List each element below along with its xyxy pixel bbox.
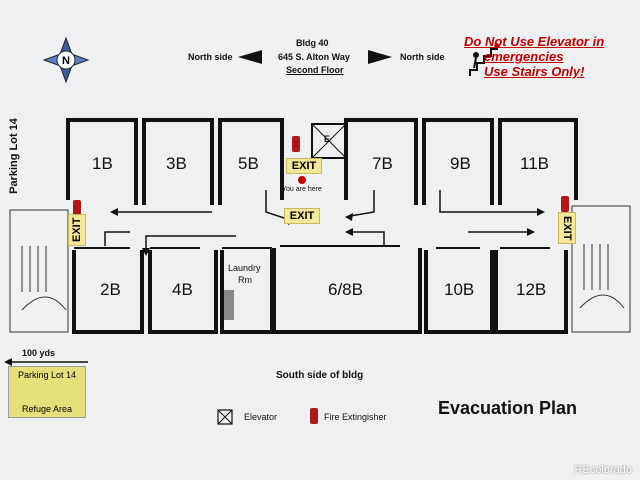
- watermark: REcolorado: [574, 464, 632, 476]
- left-stairwell: [9, 209, 69, 333]
- plan-title: Evacuation Plan: [438, 398, 578, 418]
- room-7b: 7B: [372, 154, 393, 173]
- building-address: 645 S. Alton Way: [278, 52, 350, 62]
- room-12b: 12B: [516, 280, 547, 299]
- refuge-area-box: Parking Lot 14 Refuge Area: [8, 366, 86, 418]
- evacuation-arrows: [104, 190, 540, 252]
- fire-extinguisher-legend-icon: [310, 408, 318, 424]
- refuge-caption: Refuge Area: [21, 404, 73, 414]
- room-11b: 11B: [520, 154, 549, 173]
- arrow-right-icon: [368, 50, 392, 64]
- left-exit-sign: EXIT: [68, 214, 86, 246]
- stair-exit-sign: EXIT: [286, 158, 322, 174]
- room-9b: 9B: [450, 154, 471, 173]
- building-number: Bldg 40: [296, 38, 329, 48]
- room-1b: 1B: [92, 154, 113, 173]
- compass-icon: N: [42, 36, 90, 84]
- you-are-here-marker: [298, 176, 306, 184]
- stairs-icon: [469, 43, 500, 76]
- center-exit-sign: EXIT: [284, 208, 320, 224]
- distance-label: 100 yds: [22, 348, 56, 358]
- room-2b: 2B: [100, 280, 121, 299]
- right-stairwell: [571, 205, 631, 333]
- warning-line-3: Use Stairs Only!: [484, 64, 585, 79]
- right-exit-sign: EXIT: [558, 212, 576, 244]
- arrow-left-icon: [238, 50, 262, 64]
- elevator-warning: Do Not Use Elevator in emergencies Use S…: [464, 34, 640, 79]
- you-are-here-label: You are here: [282, 186, 322, 193]
- building-walls: [66, 118, 578, 334]
- room-6-8b: 6/8B: [328, 280, 363, 299]
- laundry-chute: [224, 290, 234, 320]
- fire-extinguisher-icon: [73, 136, 569, 216]
- refuge-title: Parking Lot 14: [17, 370, 77, 380]
- elevator-legend-label: Elevator: [244, 412, 278, 422]
- elevator-legend-icon: [217, 409, 233, 425]
- laundry-rm-label: Rm: [238, 275, 252, 285]
- parking-lot-side-label: Parking Lot 14: [7, 118, 20, 194]
- room-3b: 3B: [166, 154, 187, 173]
- south-side-label: South side of bldg: [276, 370, 364, 381]
- distance-arrow-icon: [4, 358, 12, 366]
- svg-text:N: N: [62, 55, 70, 67]
- north-side-left-label: North side: [188, 52, 233, 62]
- warning-line-1: Do Not Use Elevator in: [464, 34, 605, 49]
- room-4b: 4B: [172, 280, 193, 299]
- elevator-letter: E: [324, 134, 331, 144]
- room-10b: 10B: [444, 280, 475, 299]
- laundry-label: Laundry: [228, 263, 261, 273]
- warning-line-2: emergencies: [484, 49, 564, 64]
- extinguisher-legend-label: Fire Extingisher: [324, 412, 387, 422]
- north-side-right-label: North side: [400, 52, 445, 62]
- floor-label: Second Floor: [286, 65, 344, 75]
- room-5b: 5B: [238, 154, 259, 173]
